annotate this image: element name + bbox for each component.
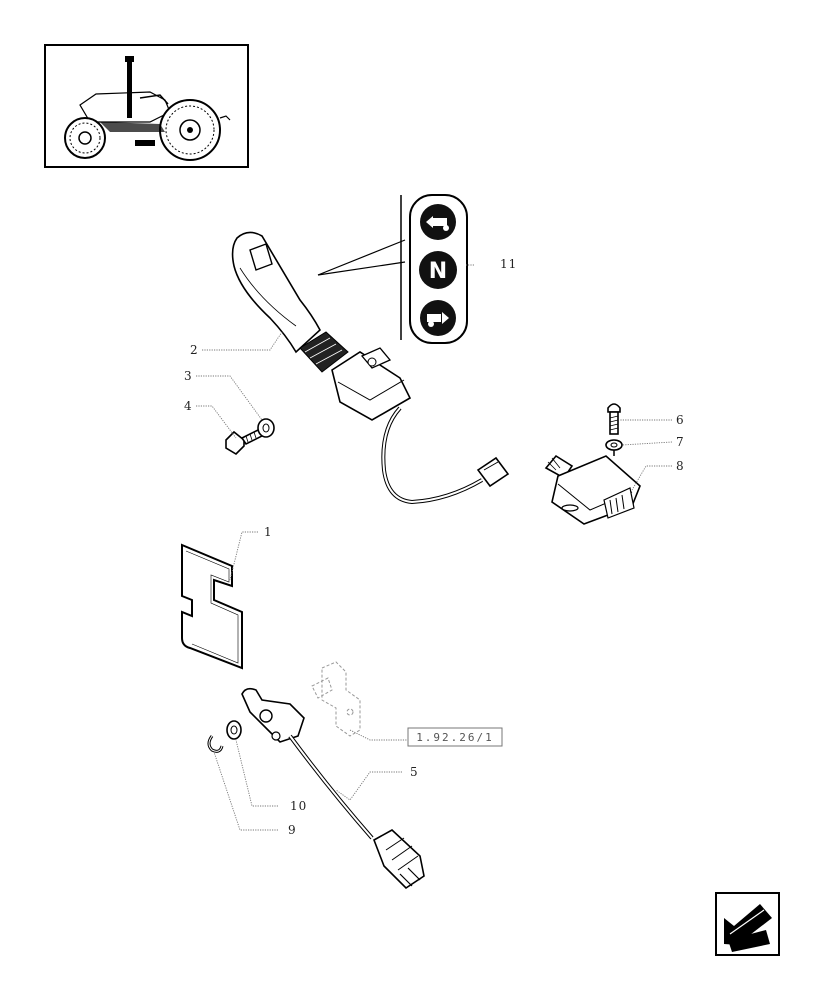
callout-3: 3 (184, 369, 193, 383)
clip-part[interactable] (207, 735, 224, 753)
callout-10: 10 (290, 799, 307, 813)
callout-1: 1 (264, 525, 273, 539)
reverse-gear-icon (420, 204, 456, 240)
callout-labels: 2 3 4 1 11 6 7 8 5 10 9 (184, 257, 685, 837)
neutral-label: N (429, 259, 447, 284)
shift-lever[interactable] (231, 231, 510, 505)
switch-part[interactable] (544, 450, 641, 525)
reference-link[interactable]: 1.92.26/1 (407, 727, 503, 747)
tractor-thumbnail[interactable] (44, 44, 249, 168)
callout-11: 11 (500, 257, 517, 271)
callout-9: 9 (288, 823, 297, 837)
tractor-icon (64, 56, 231, 161)
reference-label: 1.92.26/1 (416, 731, 494, 744)
neutral-symbol: N (419, 251, 457, 289)
sensor-part[interactable] (241, 687, 425, 890)
forward-gear-icon (420, 300, 456, 336)
callout-6: 6 (676, 413, 685, 427)
callout-2: 2 (190, 343, 199, 357)
shift-indicator-plate[interactable]: N (317, 194, 468, 344)
callout-5: 5 (410, 765, 419, 779)
washer-small-part[interactable] (605, 439, 623, 451)
leader-lines (196, 264, 673, 831)
washer-part[interactable] (257, 418, 275, 438)
back-arrow-icon (724, 904, 772, 952)
back-button[interactable] (715, 892, 780, 956)
washer-sensor-part[interactable] (226, 720, 242, 740)
bolt-part[interactable] (225, 428, 264, 456)
callout-7: 7 (676, 435, 685, 449)
callout-4: 4 (184, 399, 193, 413)
screw-part[interactable] (607, 403, 621, 435)
reference-bracket-ghost (311, 661, 408, 741)
gasket-part[interactable] (181, 543, 243, 670)
callout-8: 8 (676, 459, 685, 473)
